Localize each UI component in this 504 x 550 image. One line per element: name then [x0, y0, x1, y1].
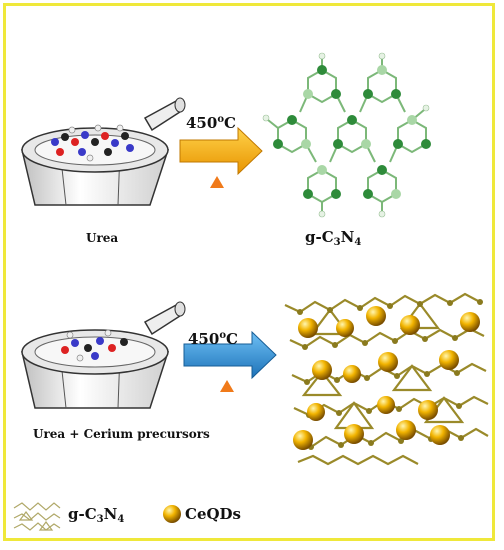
- legend-formula-mid: N: [103, 505, 118, 523]
- degree-mark: o: [219, 330, 226, 341]
- ceqd-particles: [293, 306, 480, 450]
- gcn-structure: [267, 58, 427, 212]
- legend-ceqd-label: CeQDs: [185, 505, 242, 523]
- urea-molecules: [51, 124, 134, 162]
- legend-formula-sub1: 3: [96, 514, 104, 525]
- temperature-value: 450: [186, 114, 218, 132]
- degree-mark: o: [217, 114, 224, 125]
- figure-border: [3, 3, 495, 541]
- urea-cerium-label: Urea + Cerium precursors: [33, 427, 210, 441]
- legend-gcn-swatch: [13, 502, 61, 531]
- temperature-label: 450oC: [188, 330, 238, 348]
- heat-triangle-icon: [210, 176, 224, 188]
- mortar-and-pestle-icon: [21, 97, 186, 206]
- legend-gcn-label: g-C3N4: [68, 505, 124, 525]
- gcn-network: [284, 292, 489, 466]
- urea-label: Urea: [86, 231, 119, 245]
- mortar-and-pestle-icon: [21, 301, 186, 409]
- heat-triangle-icon: [220, 380, 234, 392]
- legend-formula-sub2: 4: [117, 514, 125, 525]
- temperature-unit: C: [225, 330, 238, 348]
- legend-formula-prefix: g-C: [68, 505, 97, 523]
- formula-prefix: g-C: [305, 228, 334, 246]
- temperature-value: 450: [188, 330, 220, 348]
- process-arrow-icon: [179, 126, 263, 176]
- formula-sub1: 3: [333, 237, 341, 248]
- temperature-label: 450oC: [186, 114, 236, 132]
- temperature-unit: C: [223, 114, 236, 132]
- gcn-atoms: [262, 52, 431, 218]
- formula-sub2: 4: [354, 237, 362, 248]
- process-arrow-icon: [183, 330, 277, 380]
- formula-mid: N: [340, 228, 355, 246]
- urea-cerium-molecules: [61, 329, 128, 362]
- gcn-product-label: g-C3N4: [305, 228, 361, 248]
- ceqd-sphere-icon: [163, 505, 181, 523]
